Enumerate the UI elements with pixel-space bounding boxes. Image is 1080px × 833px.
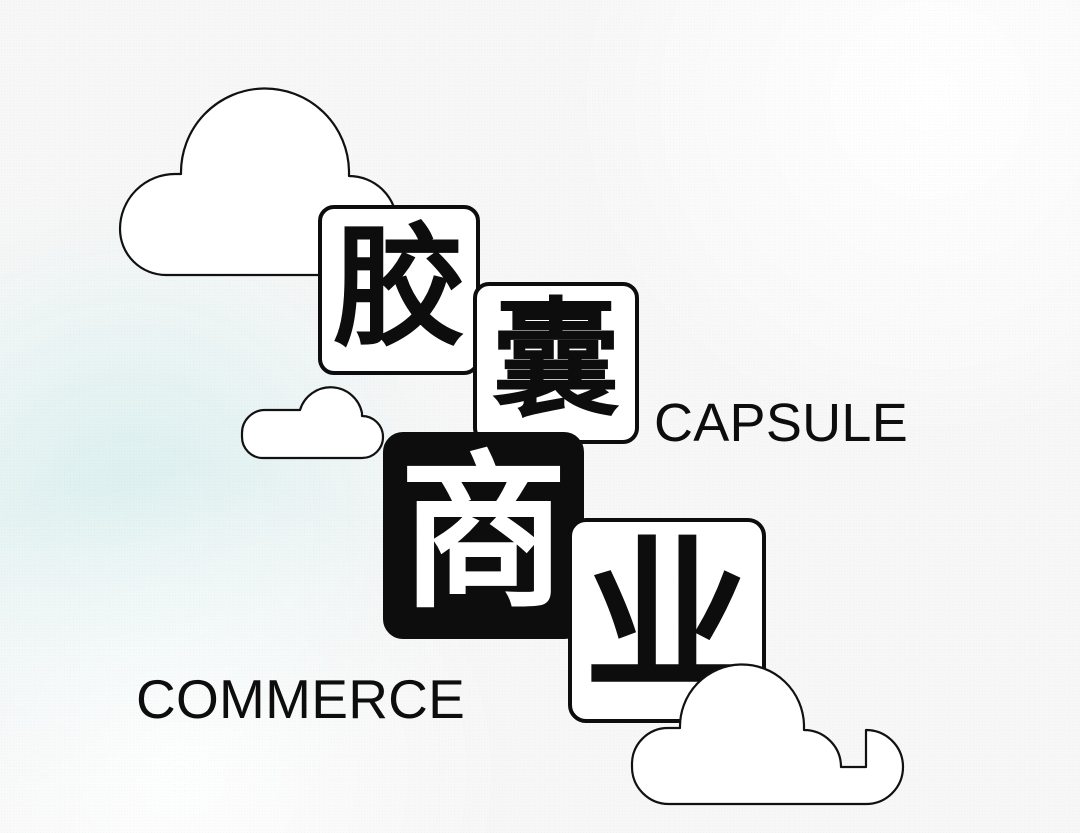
character-glyph-nang: 囊 xyxy=(491,286,620,436)
cloud-icon-small-middle-left xyxy=(238,386,398,460)
cloud-bottom-shape xyxy=(630,663,905,806)
character-card-nang[interactable]: 囊 xyxy=(473,282,639,444)
cloud-icon-bottom-right xyxy=(628,663,907,808)
character-glyph-shang: 商 xyxy=(399,434,568,631)
cloud-small-shape xyxy=(240,386,385,460)
word-label-capsule: CAPSULE xyxy=(654,393,908,453)
character-card-shang[interactable]: 商 xyxy=(383,432,584,639)
word-label-commerce: COMMERCE xyxy=(136,668,466,730)
character-card-jiao[interactable]: 胶 xyxy=(318,205,480,375)
character-glyph-jiao: 胶 xyxy=(333,211,465,366)
